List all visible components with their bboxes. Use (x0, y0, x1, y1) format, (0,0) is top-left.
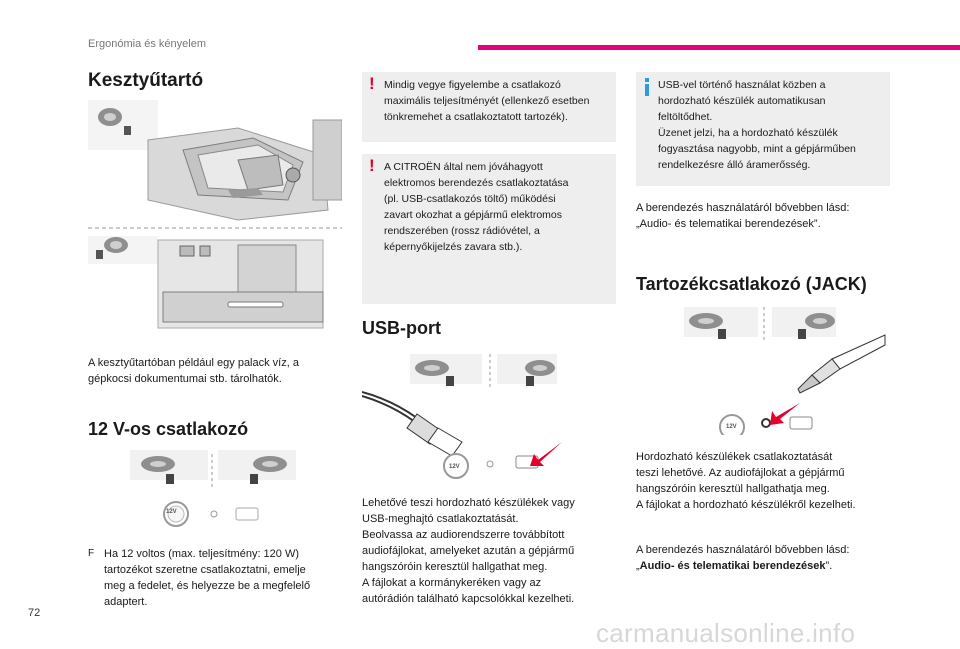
text-line: Ha 12 voltos (max. teljesítmény: 120 W) (104, 548, 300, 560)
text-line: Lehetővé teszi hordozható készülékek vag… (362, 497, 575, 509)
steering-wheel-icon (98, 108, 131, 135)
text-line: hangszóróin keresztül hallgathat meg. (362, 561, 548, 573)
socket-12v-illustration (130, 450, 296, 527)
text-line: meg a fedelet, és helyezze be a megfelel… (104, 580, 311, 592)
jack-description: Hordozható készülékek csatlakoztatását t… (636, 449, 856, 513)
usb-illustration (362, 354, 562, 479)
jack-reference: A berendezés használatáról bővebben lásd… (636, 542, 849, 574)
text-line: USB-meghajtó csatlakoztatását. (362, 513, 519, 525)
text-line: tönkremehet a csatlakoztatott tartozék). (384, 111, 568, 123)
text-line: fogyasztása nagyobb, mint a gépjárműben (658, 143, 856, 155)
text-line: A fájlokat a hordozható készülékről keze… (636, 499, 856, 511)
text-line: gépkocsi dokumentumai stb. tárolhatók. (88, 373, 282, 385)
text-line: képernyőkijelzés zavara stb.). (384, 241, 523, 253)
socket-12v-heading: 12 V-os csatlakozó (88, 419, 249, 439)
usb-reference: A berendezés használatáról bővebben lásd… (636, 200, 849, 232)
text-line: zavart okozhat a gépjármű elektromos (384, 209, 563, 221)
page-number: 72 (28, 607, 41, 619)
warning-note-1: ! Mindig vegye figyelembe a csatlakozó m… (362, 72, 616, 142)
text-line: USB-vel történő használat közben a (658, 79, 826, 91)
glovebox-illustration (88, 100, 342, 329)
text-line: A kesztyűtartóban például egy palack víz… (88, 357, 299, 369)
jack-illustration (684, 307, 886, 435)
quote-close: ”. (825, 560, 833, 572)
text-line: adaptert. (104, 596, 148, 608)
warning-icon: ! (369, 156, 375, 175)
text-line: elektromos berendezés csatlakoztatása (384, 177, 569, 189)
text-line: (pl. USB-csatlakozós töltő) működési (384, 193, 556, 205)
text-line: Mindig vegye figyelembe a csatlakozó (384, 79, 561, 91)
usb-description: Lehetővé teszi hordozható készülékek vag… (362, 495, 575, 607)
text-line: hangszóróin keresztül hallgathatja meg. (636, 483, 830, 495)
glovebox-description: A kesztyűtartóban például egy palack víz… (88, 355, 299, 387)
warning-note-2: ! A CITROËN által nem jóváhagyott elektr… (362, 154, 616, 304)
quote-open: „ (636, 560, 640, 572)
info-note: USB-vel történő használat közben a hordo… (636, 72, 890, 186)
text-line: „Audio- és telematikai berendezések”. (636, 558, 849, 574)
reference-link-text: Audio- és telematikai berendezések (639, 560, 826, 572)
text-line: feltöltődhet. (658, 111, 713, 123)
text-line: teszi lehetővé. Az audiofájlokat a gépjá… (636, 467, 845, 479)
watermark: carmanualsonline.info (596, 618, 856, 648)
text-line: „Audio- és telematikai berendezések”. (636, 218, 821, 230)
socket-12v-text: Ha 12 voltos (max. teljesítmény: 120 W) … (104, 546, 310, 610)
socket-12v-label: 12V (166, 509, 177, 515)
section-title: Ergonómia és kényelem (88, 38, 207, 50)
text-line: rendszerében (rossz rádióvétel, a (384, 225, 540, 237)
glovebox-heading: Kesztyűtartó (88, 70, 204, 91)
text-line: rendelkezésre álló áramerősség. (658, 159, 811, 171)
text-line: Beolvassa az audiorendszerre továbbított (362, 529, 565, 541)
jack-socket-label: 12V (726, 424, 737, 430)
jack-heading: Tartozékcsatlakozó (JACK) (636, 274, 867, 294)
section-accent-bar (478, 45, 960, 50)
text-line: A berendezés használatáról bővebben lásd… (636, 202, 850, 214)
text-line: Hordozható készülékek csatlakoztatását (636, 451, 833, 463)
usb-socket-label: 12V (449, 464, 460, 470)
text-line: Üzenet jelzi, ha a hordozható készülék (658, 127, 838, 139)
text-line: autórádión található kapcsolókkal kezelh… (362, 593, 575, 605)
usb-heading: USB-port (362, 318, 441, 338)
text-line: A fájlokat a kormánykeréken vagy az (362, 577, 542, 589)
text-line: A CITROËN által nem jóváhagyott (384, 161, 543, 173)
text-line: maximális teljesítményét (ellenkező eset… (384, 95, 590, 107)
text-line: tartozékot szeretne csatlakoztatni, emel… (104, 564, 306, 576)
text-line: A berendezés használatáról bővebben lásd… (636, 544, 850, 556)
warning-icon: ! (369, 74, 375, 93)
text-line: hordozható készülék automatikusan (658, 95, 826, 107)
info-icon (645, 78, 649, 96)
steering-wheel-icon-2 (96, 237, 128, 259)
text-line: audiofájlokat, amelyeket azután a gépjár… (362, 545, 575, 557)
bullet-marker: F (88, 548, 95, 559)
